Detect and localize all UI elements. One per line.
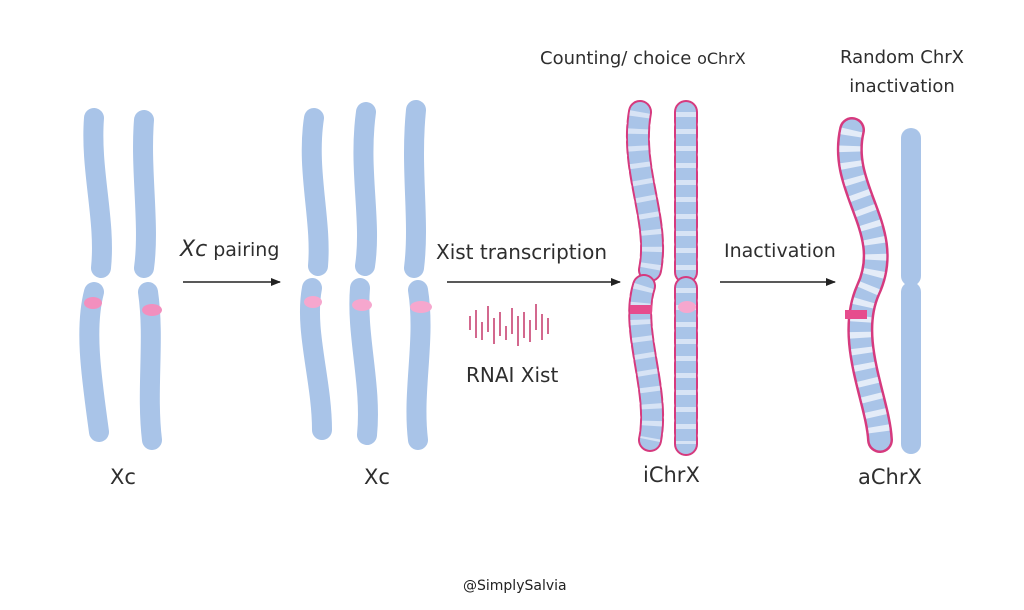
xc-chromosome-a bbox=[310, 118, 322, 430]
xc-chromosome-right bbox=[143, 120, 152, 440]
centromere-marker bbox=[352, 299, 372, 311]
xc-chromosome-c bbox=[414, 110, 421, 440]
stage3-chromosomes bbox=[630, 112, 696, 444]
centromere-marker bbox=[304, 296, 322, 308]
credit-label: @SimplySalvia bbox=[463, 578, 567, 594]
ichrx-chromosome-left bbox=[630, 112, 652, 440]
step1-label-rest: pairing bbox=[207, 239, 279, 261]
stage1-chromosomes bbox=[84, 118, 162, 440]
stage1-caption: Xc bbox=[110, 465, 136, 489]
ichrx-chromosome-right bbox=[678, 112, 696, 444]
inactive-chromosome bbox=[845, 130, 880, 440]
stage2-caption: Xc bbox=[364, 465, 390, 489]
xc-chromosome-b bbox=[359, 112, 368, 435]
stage3-caption: iChrX bbox=[643, 463, 700, 487]
stage4-caption: aChrX bbox=[858, 465, 922, 489]
step1-label-italic: Xc bbox=[180, 237, 207, 262]
centromere-marker bbox=[84, 297, 102, 309]
stage4-heading-line1: Random ChrX bbox=[818, 43, 986, 72]
stage3-heading-a: Counting/ choice bbox=[540, 48, 697, 69]
stage3-heading-b: oChrX bbox=[697, 49, 746, 68]
step3-label: Inactivation bbox=[724, 240, 836, 262]
xc-chromosome-left bbox=[89, 118, 102, 432]
centromere-marker bbox=[410, 301, 432, 313]
step2-label: Xist transcription bbox=[436, 240, 607, 264]
centromere-marker bbox=[630, 305, 652, 314]
stage3-heading: Counting/ choice oChrX bbox=[540, 48, 746, 69]
step1-label: Xc pairing bbox=[180, 237, 279, 262]
stage4-heading: Random ChrX inactivation bbox=[818, 43, 986, 101]
centromere-marker bbox=[845, 310, 867, 319]
rna-xist-icon bbox=[470, 304, 548, 346]
stage2-chromosomes bbox=[310, 110, 421, 440]
centromere-marker bbox=[142, 304, 162, 316]
stage4-heading-line2: inactivation bbox=[818, 72, 986, 101]
centromere-marker bbox=[678, 301, 696, 313]
stage4-chromosomes bbox=[845, 130, 911, 444]
rnai-xist-label: RNAI Xist bbox=[466, 363, 558, 387]
